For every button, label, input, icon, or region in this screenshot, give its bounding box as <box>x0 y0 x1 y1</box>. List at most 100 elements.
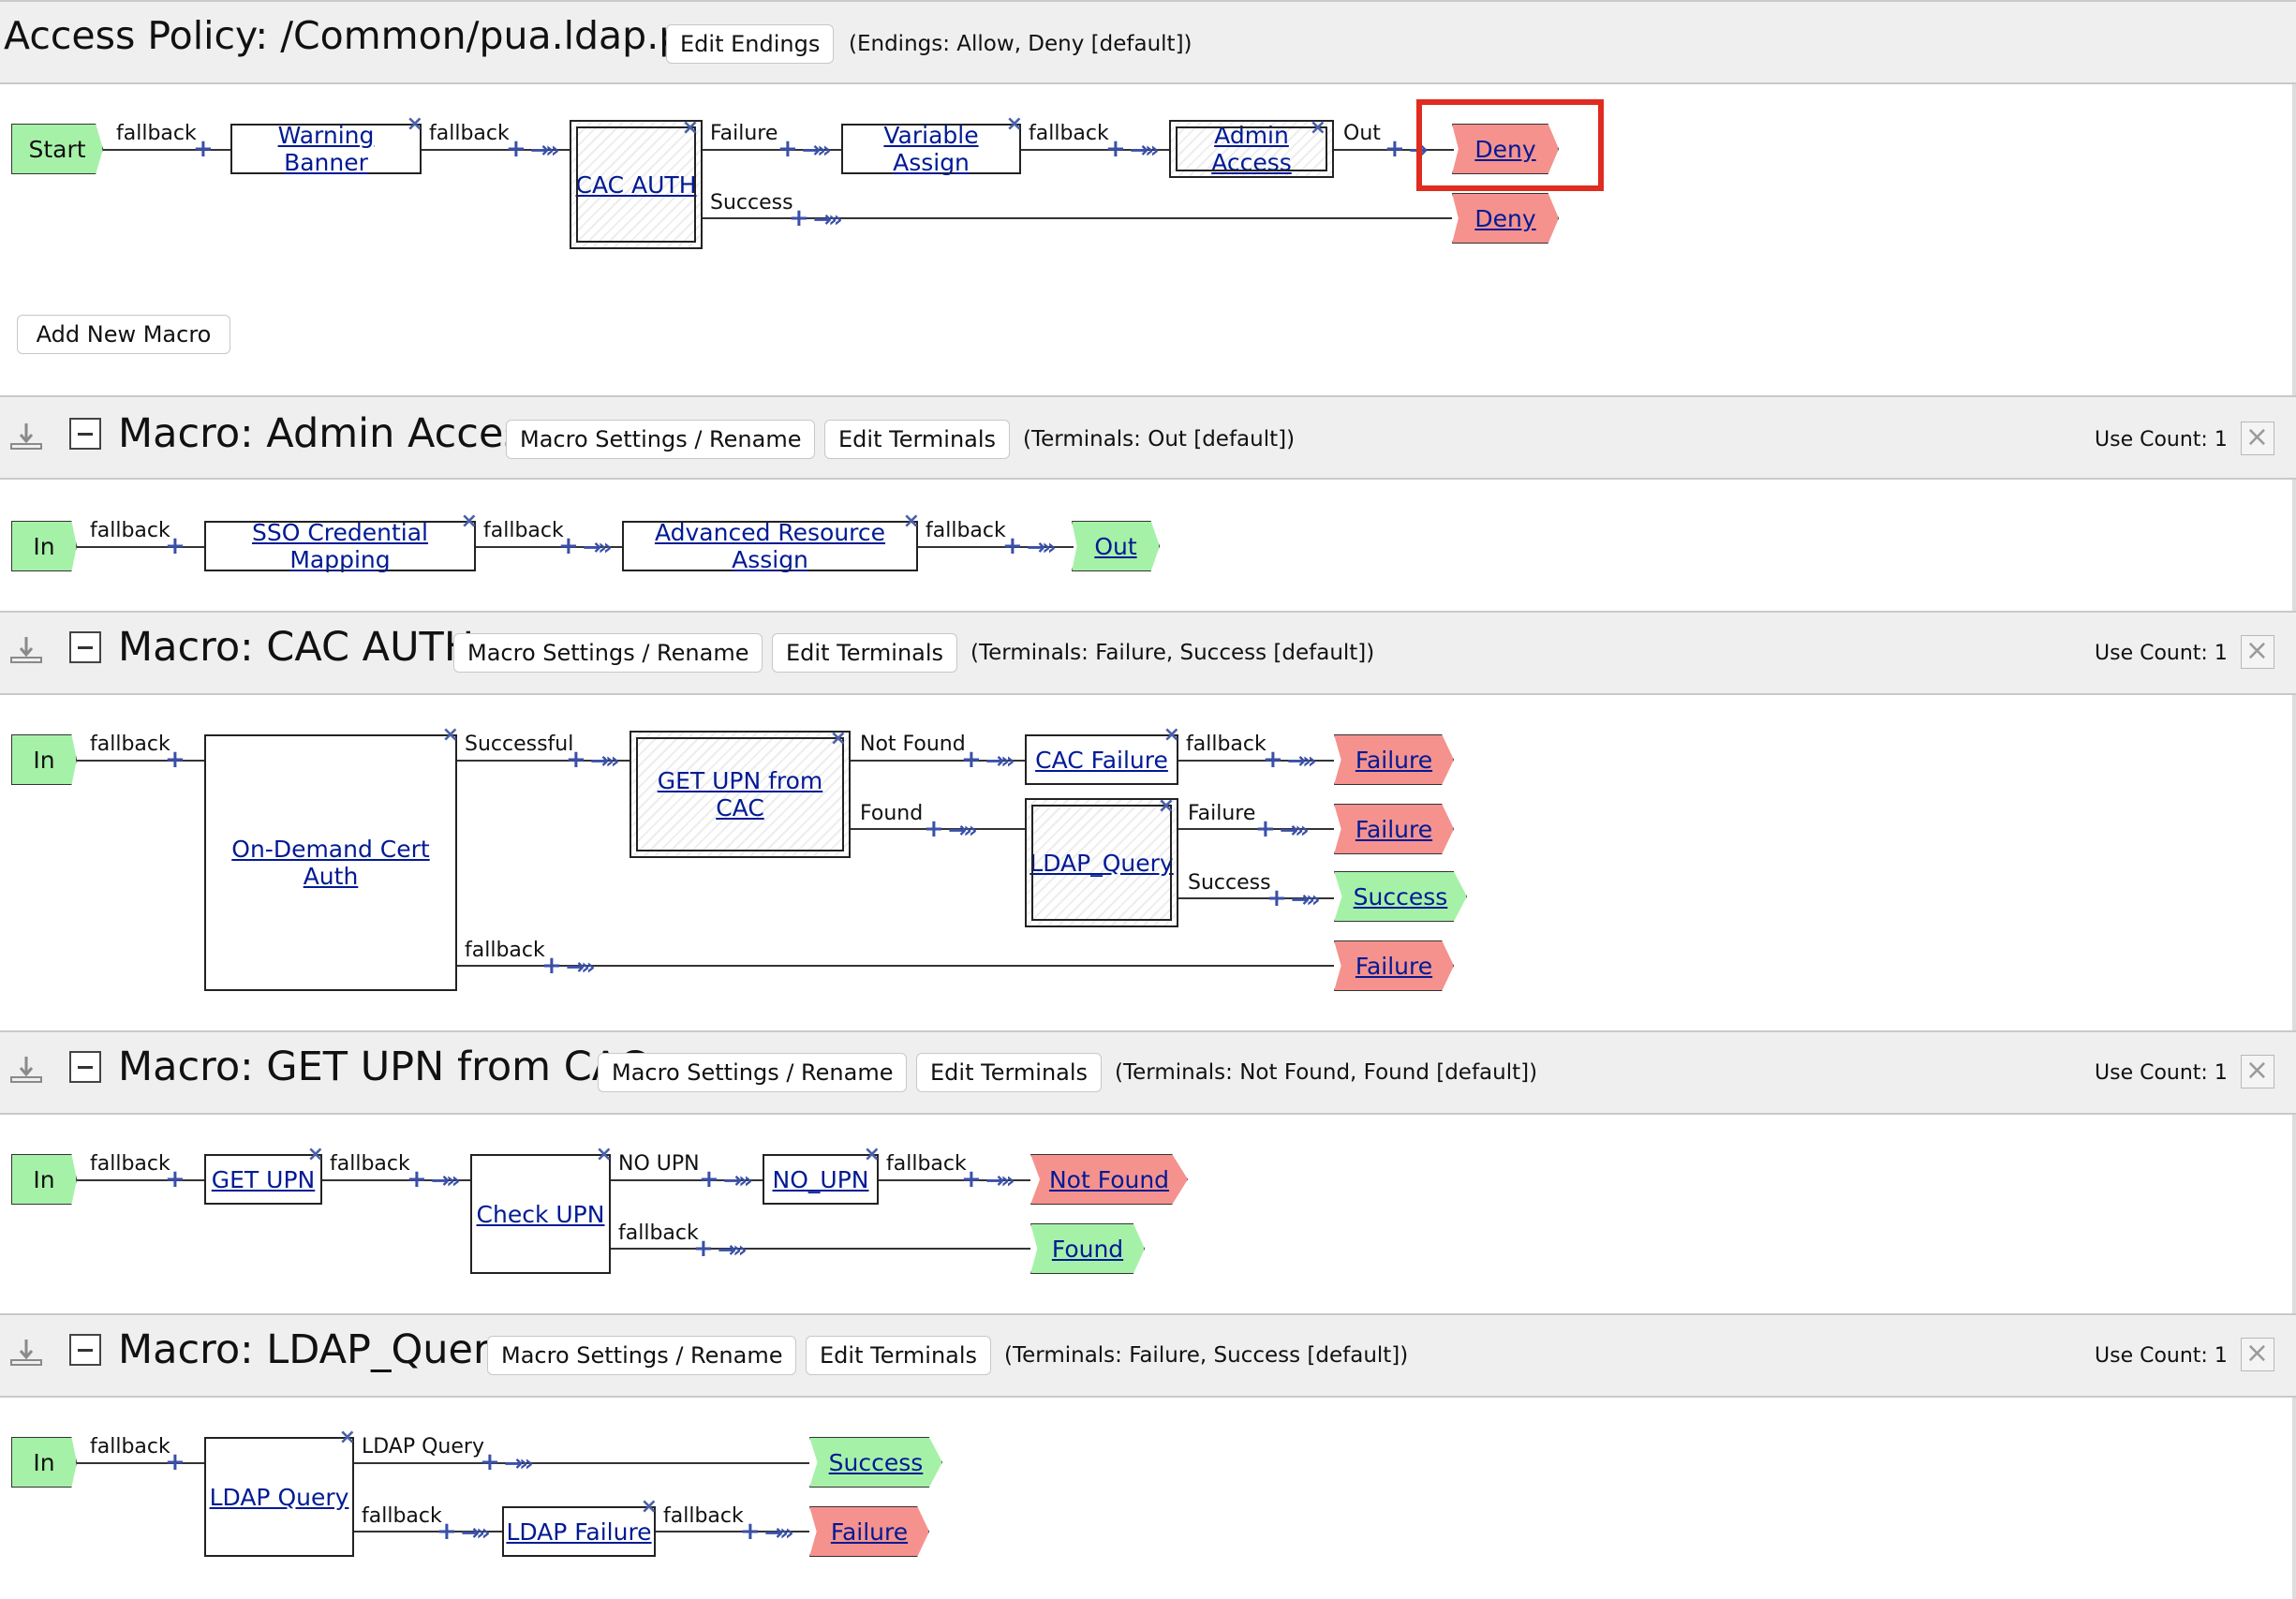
ondemand-node[interactable]: On-Demand Cert Auth × <box>204 723 459 991</box>
noupn-node[interactable]: NO_UPN × <box>763 1143 881 1205</box>
ldapfailure-link[interactable]: LDAP Failure <box>506 1518 652 1546</box>
remove-icon[interactable]: × <box>306 1143 324 1166</box>
remove-icon[interactable]: × <box>1157 794 1175 818</box>
remove-icon[interactable]: × <box>460 510 478 533</box>
cacfailure-link[interactable]: CAC Failure <box>1035 746 1168 774</box>
sso-node[interactable]: SSO Credential Mapping × <box>204 510 478 573</box>
add-item-icon[interactable]: + <box>165 746 185 774</box>
add-item-icon[interactable]: + <box>961 746 982 774</box>
warning-banner-link[interactable]: Warning Banner <box>277 122 375 176</box>
warning-banner-node[interactable]: Warning Banner × <box>230 112 423 176</box>
add-item-icon[interactable]: + <box>699 1165 719 1193</box>
remove-icon[interactable]: × <box>902 510 920 533</box>
cac-auth-link[interactable]: CAC AUTH <box>575 170 697 199</box>
success-link[interactable]: Success <box>1353 883 1448 911</box>
add-item-icon[interactable]: + <box>165 1448 185 1476</box>
success-terminal[interactable]: Success <box>809 1437 942 1488</box>
add-item-icon[interactable]: + <box>1385 135 1405 163</box>
failure-link[interactable]: Failure <box>830 1518 909 1546</box>
getupn-node[interactable]: GET UPN × <box>204 1143 324 1205</box>
add-item-icon[interactable]: + <box>740 1518 761 1546</box>
export-icon[interactable] <box>7 1334 45 1371</box>
success-link[interactable]: Success <box>828 1449 924 1476</box>
add-item-icon[interactable]: + <box>165 1165 185 1193</box>
cacfailure-node[interactable]: CAC Failure × <box>1025 723 1180 785</box>
found-terminal[interactable]: Found <box>1030 1223 1145 1274</box>
add-item-icon[interactable]: + <box>961 1165 982 1193</box>
collapse-icon[interactable] <box>69 418 101 450</box>
macro-settings-button[interactable]: Macro Settings / Rename <box>453 633 763 673</box>
failure-link[interactable]: Failure <box>1355 953 1433 980</box>
deny-link[interactable]: Deny <box>1474 136 1536 163</box>
remove-icon[interactable]: × <box>1309 116 1326 140</box>
macro-settings-button[interactable]: Macro Settings / Rename <box>598 1053 908 1092</box>
add-item-icon[interactable]: + <box>506 135 526 163</box>
add-item-icon[interactable]: + <box>789 204 809 232</box>
ondemand-link[interactable]: On-Demand Cert Auth <box>231 836 430 890</box>
ldapquery-node[interactable]: LDAP Query × <box>204 1426 356 1557</box>
getupn-link[interactable]: GET UPN <box>211 1165 316 1193</box>
remove-icon[interactable]: × <box>1005 112 1023 136</box>
deny-link[interactable]: Deny <box>1474 205 1536 232</box>
ara-node[interactable]: Advanced Resource Assign × <box>622 510 920 573</box>
add-item-icon[interactable]: + <box>480 1448 500 1476</box>
add-item-icon[interactable]: + <box>778 135 798 163</box>
getupn-link[interactable]: GET UPN from CAC <box>657 767 823 822</box>
checkupn-link[interactable]: Check UPN <box>476 1200 605 1228</box>
deny-terminal[interactable]: Deny <box>1452 193 1559 244</box>
export-icon[interactable] <box>7 1051 45 1088</box>
add-item-icon[interactable]: + <box>1255 815 1276 843</box>
collapse-icon[interactable] <box>69 631 101 663</box>
add-new-macro-button[interactable]: Add New Macro <box>17 315 230 354</box>
getupn-macro-node[interactable]: GET UPN from CAC × <box>630 727 851 858</box>
remove-icon[interactable]: × <box>863 1143 881 1166</box>
add-item-icon[interactable]: + <box>407 1165 427 1193</box>
notfound-terminal[interactable]: Not Found <box>1030 1154 1188 1205</box>
delete-macro-icon[interactable] <box>2241 1338 2274 1371</box>
ldapquery-link[interactable]: LDAP Query <box>209 1483 349 1511</box>
export-icon[interactable] <box>7 631 45 669</box>
edit-terminals-button[interactable]: Edit Terminals <box>916 1053 1103 1092</box>
edit-endings-button[interactable]: Edit Endings <box>666 24 835 64</box>
export-icon[interactable] <box>7 418 45 455</box>
add-item-icon[interactable]: + <box>165 532 185 560</box>
admin-access-macro-node[interactable]: Admin Access × <box>1169 116 1334 178</box>
collapse-icon[interactable] <box>69 1334 101 1366</box>
macro-settings-button[interactable]: Macro Settings / Rename <box>487 1336 797 1375</box>
add-item-icon[interactable]: + <box>437 1518 457 1546</box>
add-item-icon[interactable]: + <box>193 135 214 163</box>
success-terminal[interactable]: Success <box>1334 871 1467 922</box>
add-item-icon[interactable]: + <box>1267 884 1287 912</box>
ldapfailure-node[interactable]: LDAP Failure × <box>502 1495 658 1557</box>
failure-terminal[interactable]: Failure <box>809 1506 929 1557</box>
remove-icon[interactable]: × <box>829 727 847 750</box>
deny-terminal[interactable]: Deny <box>1452 124 1559 174</box>
remove-icon[interactable]: × <box>1163 723 1180 747</box>
failure-terminal[interactable]: Failure <box>1334 734 1454 785</box>
variable-assign-node[interactable]: Variable Assign × <box>841 112 1023 176</box>
notfound-link[interactable]: Not Found <box>1048 1166 1170 1193</box>
ara-link[interactable]: Advanced Resource Assign <box>654 519 886 573</box>
remove-icon[interactable]: × <box>640 1495 658 1518</box>
remove-icon[interactable]: × <box>681 116 699 140</box>
edit-terminals-button[interactable]: Edit Terminals <box>824 420 1011 459</box>
cac-auth-macro-node[interactable]: CAC AUTH × <box>570 116 703 249</box>
add-item-icon[interactable]: + <box>1002 532 1023 560</box>
edit-terminals-button[interactable]: Edit Terminals <box>772 633 958 673</box>
add-item-icon[interactable]: + <box>693 1235 714 1263</box>
delete-macro-icon[interactable] <box>2241 422 2274 455</box>
delete-macro-icon[interactable] <box>2241 635 2274 669</box>
checkupn-node[interactable]: Check UPN × <box>470 1143 613 1274</box>
failure-terminal[interactable]: Failure <box>1334 940 1454 991</box>
remove-icon[interactable]: × <box>441 723 459 747</box>
remove-icon[interactable]: × <box>595 1143 613 1166</box>
add-item-icon[interactable]: + <box>541 952 562 980</box>
delete-macro-icon[interactable] <box>2241 1055 2274 1088</box>
found-link[interactable]: Found <box>1051 1236 1124 1263</box>
add-item-icon[interactable]: + <box>924 815 944 843</box>
failure-terminal[interactable]: Failure <box>1334 804 1454 854</box>
remove-icon[interactable]: × <box>406 112 423 136</box>
ldapquery-link[interactable]: LDAP_Query <box>1029 849 1174 877</box>
add-item-icon[interactable]: + <box>1263 746 1283 774</box>
out-link[interactable]: Out <box>1094 533 1137 560</box>
